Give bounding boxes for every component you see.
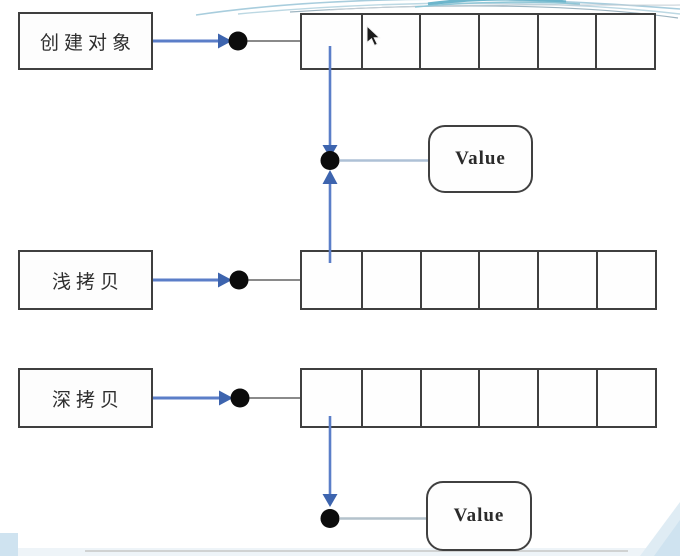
value-label: Value <box>455 148 506 169</box>
bottom-right-corner-shape <box>640 502 680 556</box>
value-box-shared: Value <box>428 125 533 193</box>
pointer-dot-create-object <box>228 31 248 51</box>
pointer-dot-shallow-copy <box>229 270 249 290</box>
array-cell <box>478 15 537 68</box>
arrow-array1-to-value-dot <box>322 46 338 158</box>
pointer-dot-deep-copy <box>230 388 250 408</box>
array-cell <box>419 252 479 308</box>
deep-copy-value-dot <box>320 509 340 528</box>
array-cell <box>478 370 537 426</box>
array-cell <box>360 370 420 426</box>
array-cell <box>536 15 596 68</box>
label-shallow-copy: 浅拷贝 <box>51 271 124 293</box>
arrowhead-up <box>322 170 338 184</box>
array-cell <box>478 252 537 308</box>
array-cell <box>302 370 361 426</box>
label-box-deep-copy: 深拷贝 <box>18 368 153 428</box>
mouse-pointer-icon <box>366 24 381 47</box>
arrowhead-right <box>218 272 232 288</box>
arrowhead-down <box>322 494 338 507</box>
array-cell <box>419 15 478 68</box>
arrowhead-right <box>219 390 233 406</box>
arrowhead-down <box>322 145 338 158</box>
arrow-array3-to-value-dot <box>322 416 338 507</box>
array-cell <box>595 15 654 68</box>
array-cell <box>537 252 596 308</box>
array-cell <box>596 252 655 308</box>
arrow-create-object-to-pointer <box>153 33 232 49</box>
arrow-deep-copy-to-pointer <box>153 390 233 406</box>
value-box-deep-copy: Value <box>426 481 532 551</box>
label-box-shallow-copy: 浅拷贝 <box>18 250 153 310</box>
array-create-object <box>300 13 656 70</box>
value-label: Value <box>453 505 505 526</box>
bottom-decoration <box>0 502 680 556</box>
array-cell <box>537 370 596 426</box>
arrow-shallow-copy-to-pointer <box>153 272 232 288</box>
label-deep-copy: 深拷贝 <box>51 389 124 411</box>
array-deep-copy <box>300 368 657 428</box>
array-cell <box>419 370 479 426</box>
array-shallow-copy <box>300 250 657 310</box>
array-cell <box>360 252 420 308</box>
bottom-left-corner-shape <box>0 533 18 556</box>
label-create-object: 创建对象 <box>39 32 136 54</box>
shared-value-dot <box>320 151 340 170</box>
arrowhead-right <box>218 33 232 49</box>
arrow-array2-to-value-dot <box>322 170 338 263</box>
array-cell <box>596 370 655 426</box>
array-cell <box>360 15 420 68</box>
label-box-create-object: 创建对象 <box>18 12 153 70</box>
array-cell <box>302 15 361 68</box>
top-swirl-decoration <box>195 0 680 19</box>
array-cell <box>302 252 361 308</box>
